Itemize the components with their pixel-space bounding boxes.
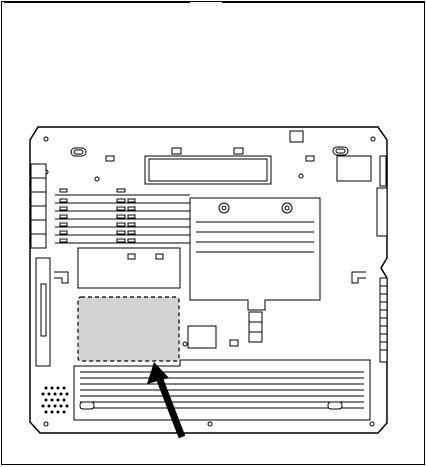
vent-slot-c6	[128, 239, 135, 242]
memory-cover-screw-inner-a	[222, 206, 226, 210]
vent-slot-b5	[117, 223, 125, 226]
grille-dot	[66, 405, 69, 408]
center-small-tab-a	[128, 254, 135, 259]
grille-dot	[54, 405, 57, 408]
vent-slot-a2	[60, 199, 67, 202]
center-small-tab-b	[156, 254, 163, 259]
grille-dot	[42, 405, 45, 408]
vent-slot-a3	[60, 207, 67, 210]
vent-slot-b4	[117, 215, 125, 218]
vent-slot-a5	[60, 223, 67, 226]
vent-slot-b3	[117, 207, 125, 210]
vent-slot-a7	[60, 239, 67, 242]
grille-dot	[51, 411, 54, 414]
center-lower-tab	[230, 340, 238, 346]
vent-slot-c5	[128, 231, 135, 234]
left-lower-slot	[41, 284, 46, 336]
grille-dot	[66, 393, 69, 396]
right-upper-port	[380, 156, 386, 186]
memory-cover-latch	[249, 312, 262, 342]
grille-dot	[42, 393, 45, 396]
grille-dot	[48, 405, 51, 408]
grille-dot	[57, 399, 60, 402]
grille-dot	[63, 387, 66, 390]
vent-slot-c2	[128, 207, 135, 210]
vent-slot-a4	[60, 215, 67, 218]
highlight-area	[78, 297, 179, 361]
vent-slot-a6	[60, 231, 67, 234]
grille-dot	[63, 399, 66, 402]
battery-latch-right	[328, 402, 342, 409]
center-screw-hole	[183, 342, 187, 346]
grille-dot	[57, 411, 60, 414]
right-port-column	[380, 278, 387, 362]
grille-dot	[57, 387, 60, 390]
right-side-bracket	[377, 188, 387, 236]
grille-dot	[45, 399, 48, 402]
vent-slot-c4	[128, 223, 135, 226]
vent-slot-b7	[117, 239, 125, 242]
grille-dot	[48, 393, 51, 396]
vent-slot-a1	[60, 189, 67, 192]
vent-slot-b1	[117, 189, 125, 192]
vent-slot-b2	[117, 199, 125, 202]
grille-dot	[63, 411, 66, 414]
grille-dot	[51, 387, 54, 390]
vent-slot-c3	[128, 215, 135, 218]
grille-dot	[60, 393, 63, 396]
memory-cover-screw-inner-b	[285, 206, 289, 210]
grille-dot	[45, 387, 48, 390]
grille-dot	[60, 405, 63, 408]
vent-slot-c1	[128, 199, 135, 202]
grille-dot	[51, 399, 54, 402]
vent-slot-b6	[117, 231, 125, 234]
grille-dot	[45, 411, 48, 414]
memory-cover-outline	[190, 198, 320, 310]
battery-pack	[74, 360, 370, 420]
center-lower-block	[188, 326, 216, 348]
grille-dot	[54, 393, 57, 396]
battery-latch-left	[80, 402, 94, 409]
